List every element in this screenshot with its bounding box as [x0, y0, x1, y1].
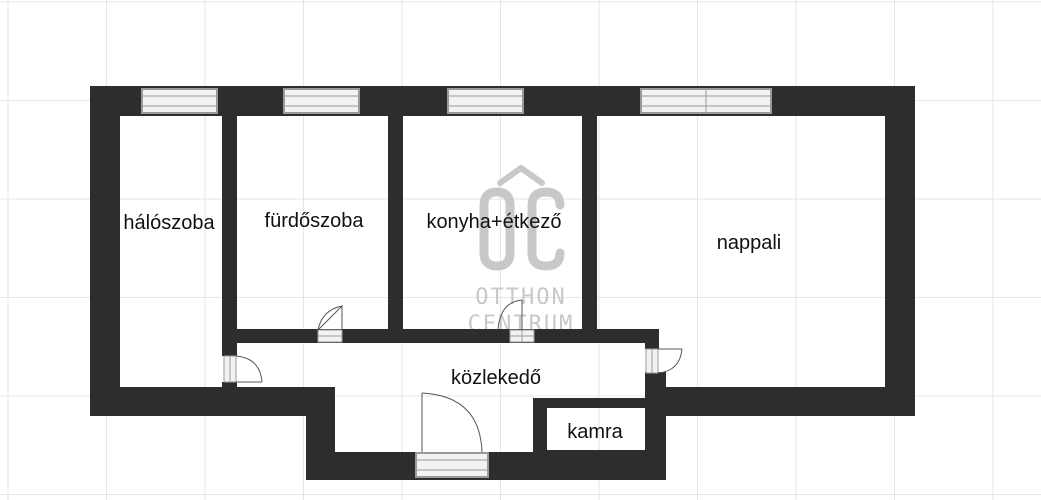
label-nappali: nappali	[717, 232, 782, 254]
window-entry	[415, 452, 489, 478]
door-konyha	[497, 299, 535, 343]
door-furdo	[317, 304, 343, 343]
windows	[141, 88, 772, 478]
window-konyha	[447, 88, 524, 114]
label-konyha: konyha+étkező	[426, 211, 561, 233]
door-entry	[421, 392, 483, 453]
watermark-hat-icon	[497, 165, 545, 186]
label-furdo: fürdőszoba	[265, 210, 365, 232]
watermark-o-icon	[479, 187, 515, 271]
label-kozlekedo: közlekedő	[451, 367, 541, 389]
door-nappali	[645, 348, 683, 374]
wall-partition-2	[388, 116, 403, 336]
walls	[90, 86, 915, 480]
wall-entry-right-step	[652, 372, 666, 466]
wall-hall-right	[645, 329, 659, 349]
window-halo	[141, 88, 218, 114]
wall-partition-3	[582, 116, 597, 336]
watermark-c-icon	[527, 187, 565, 271]
window-furdo	[283, 88, 360, 114]
wall-right	[885, 86, 915, 416]
door-halo	[223, 355, 263, 383]
wall-partition-1	[222, 116, 237, 356]
wall-bottom-left	[90, 387, 335, 416]
doors	[223, 299, 683, 453]
wall-kamra-left	[533, 398, 547, 458]
watermark-text-otthon: OTTHON	[475, 285, 566, 310]
label-kamra: kamra	[567, 421, 623, 443]
wall-kamra-bottom	[533, 450, 645, 460]
wall-bottom-right	[658, 387, 915, 416]
wall-left	[90, 86, 120, 416]
wall-kamra-top	[533, 398, 645, 408]
wall-partition-1-lower	[222, 382, 237, 392]
label-halo: hálószoba	[123, 212, 215, 234]
watermark-logo: OTTHON CENTRUM	[468, 165, 572, 337]
window-nappali	[640, 88, 772, 114]
room-labels: hálószoba fürdőszoba konyha+étkező nappa…	[123, 210, 781, 443]
